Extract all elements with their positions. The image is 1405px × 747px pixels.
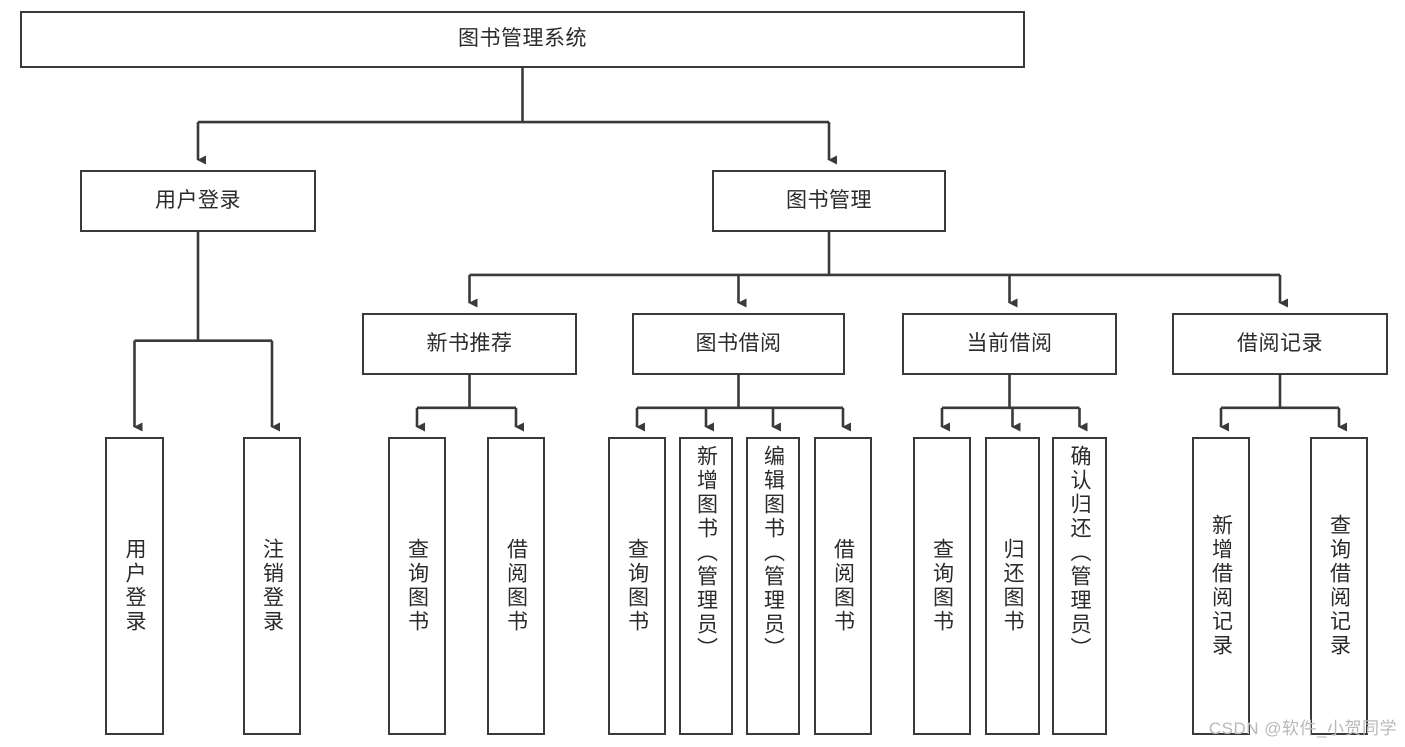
node-label: 图书借阅 xyxy=(695,331,782,355)
node-book-borrow: 图书借阅 xyxy=(632,313,845,375)
node-leaf-confirm-return: 确认归还（管理员） xyxy=(1052,437,1107,735)
node-user-login: 用户登录 xyxy=(80,170,316,232)
node-leaf-query-book: 查询图书 xyxy=(608,437,666,735)
node-label: 借阅图书 xyxy=(831,538,855,634)
node-leaf-borrow-book-rec: 借阅图书 xyxy=(487,437,545,735)
node-borrow-record: 借阅记录 xyxy=(1172,313,1388,375)
node-book-manage: 图书管理 xyxy=(712,170,946,232)
node-label: 借阅记录 xyxy=(1237,331,1323,355)
node-label: 新增借阅记录 xyxy=(1209,514,1233,658)
node-label: 归还图书 xyxy=(1001,538,1024,634)
node-label: 确认归还（管理员） xyxy=(1068,445,1091,661)
node-leaf-query-record: 查询借阅记录 xyxy=(1310,437,1368,735)
node-leaf-return-book: 归还图书 xyxy=(985,437,1040,735)
node-leaf-borrow-book: 借阅图书 xyxy=(814,437,872,735)
node-label: 当前借阅 xyxy=(966,331,1053,355)
watermark-label: CSDN @软件_小贺同学 xyxy=(1208,719,1397,738)
node-label: 查询图书 xyxy=(405,538,429,634)
node-label: 查询图书 xyxy=(930,538,954,634)
node-leaf-add-record: 新增借阅记录 xyxy=(1192,437,1250,735)
node-label: 编辑图书（管理员） xyxy=(761,445,785,661)
node-label: 注销登录 xyxy=(260,538,284,634)
node-leaf-user-login: 用户登录 xyxy=(105,437,164,735)
node-leaf-query-book-rec: 查询图书 xyxy=(388,437,446,735)
node-label: 查询图书 xyxy=(625,538,649,634)
node-leaf-edit-book: 编辑图书（管理员） xyxy=(746,437,800,735)
node-label: 用户登录 xyxy=(123,538,146,634)
node-current-borrow: 当前借阅 xyxy=(902,313,1117,375)
node-label: 图书管理 xyxy=(786,188,872,212)
node-leaf-logout: 注销登录 xyxy=(243,437,301,735)
node-label: 用户登录 xyxy=(155,188,241,212)
node-label: 新增图书（管理员） xyxy=(694,445,718,661)
node-label: 借阅图书 xyxy=(504,538,528,634)
node-root: 图书管理系统 xyxy=(20,11,1025,68)
node-label: 图书管理系统 xyxy=(458,27,587,51)
node-new-book-rec: 新书推荐 xyxy=(362,313,577,375)
node-leaf-query-cur: 查询图书 xyxy=(913,437,971,735)
node-leaf-add-book: 新增图书（管理员） xyxy=(679,437,733,735)
node-label: 新书推荐 xyxy=(426,331,513,355)
node-label: 查询借阅记录 xyxy=(1327,514,1351,658)
